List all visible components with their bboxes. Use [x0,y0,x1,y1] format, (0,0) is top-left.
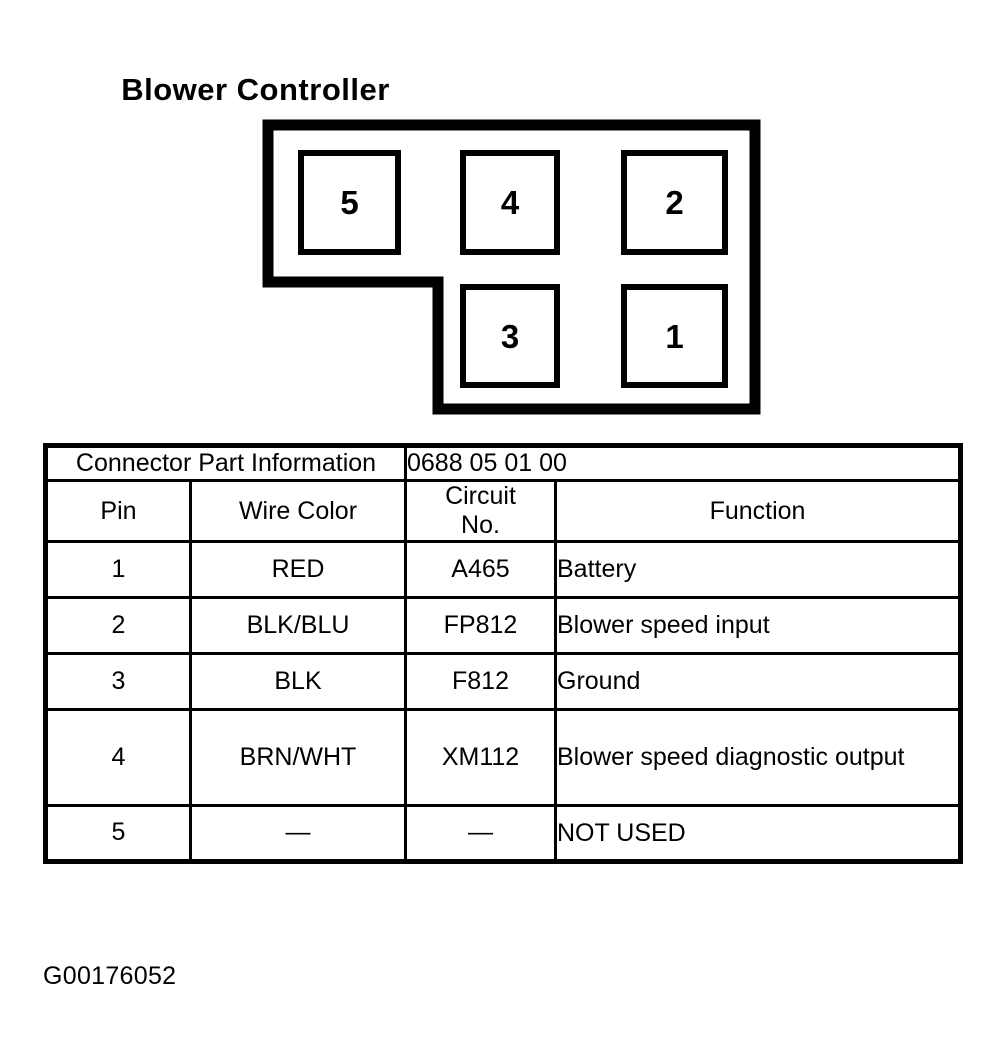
column-header-circuit-no: Circuit No. [404,479,557,543]
cell-wire-color: BRN/WHT [189,707,407,807]
cell-pin: 5 [44,803,192,863]
pin-cavity-label: 2 [665,184,684,221]
cell-circuit-no: XM112 [404,707,557,807]
page-title: Blower Controller [0,72,1001,108]
connector-part-number-value: 0688 05 01 00 [403,443,963,483]
column-header-function: Function [553,479,963,543]
table-row-part-info: Connector Part Information 0688 05 01 00 [44,443,963,483]
pin-cavity-5: 5 [298,150,401,255]
cell-circuit-no: F812 [404,651,557,711]
cell-function: Blower speed diagnostic output [553,707,963,807]
column-header-circuit-no-line1: Circuit [445,482,516,511]
cell-wire-color: RED [189,539,407,599]
column-header-pin: Pin [44,479,192,543]
connector-part-information-label: Connector Part Information [44,443,407,483]
pin-cavity-2: 2 [621,150,728,255]
pin-cavity-4: 4 [460,150,560,255]
table-row: 3 BLK F812 Ground [44,651,963,711]
figure-caption: G00176052 [43,962,177,990]
pin-cavity-label: 1 [665,317,684,355]
cell-function: Battery [553,539,963,599]
cell-pin: 3 [44,651,192,711]
cell-pin: 1 [44,539,192,599]
cell-pin: 2 [44,595,192,655]
cell-circuit-no: FP812 [404,595,557,655]
table-row: 1 RED A465 Battery [44,539,963,599]
cell-function: Blower speed input [553,595,963,655]
column-header-wire-color: Wire Color [189,479,407,543]
connector-pinout-table: Connector Part Information 0688 05 01 00… [43,443,964,864]
cell-pin: 4 [44,707,192,807]
column-header-circuit-no-line2: No. [461,511,500,539]
table-row: 4 BRN/WHT XM112 Blower speed diagnostic … [44,707,963,807]
connector-outline-shape [262,119,761,415]
connector-diagram: 5 4 2 3 1 [255,112,775,422]
cell-wire-color: BLK/BLU [189,595,407,655]
pin-cavity-label: 3 [500,317,520,355]
cell-wire-color: — [189,803,407,863]
cell-function: Ground [553,651,963,711]
table-row: 2 BLK/BLU FP812 Blower speed input [44,595,963,655]
page-title-text: Blower Controller [121,72,390,107]
table-row: 5 — — NOT USED [44,803,963,863]
table-header-row: Pin Wire Color Circuit No. Function [44,479,963,543]
cell-function: NOT USED [553,803,963,863]
pin-cavity-label: 4 [500,184,520,221]
cell-wire-color: BLK [189,651,407,711]
cell-circuit-no: — [404,803,557,863]
cell-circuit-no: A465 [404,539,557,599]
pin-cavity-1: 1 [621,284,728,388]
pin-cavity-label: 5 [340,184,359,221]
pin-cavity-3: 3 [460,284,560,388]
